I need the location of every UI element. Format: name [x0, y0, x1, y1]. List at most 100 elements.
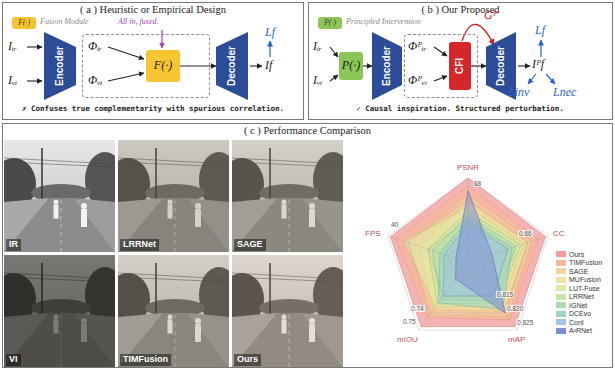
- loss-symbol: Lf: [535, 24, 545, 37]
- loss-symbol: Lnec: [553, 86, 576, 99]
- feature-symbol: Φᵢᵣ: [88, 40, 102, 53]
- image-label: Ours: [234, 354, 261, 366]
- image-label: VI: [6, 354, 21, 366]
- graph-symbol: Gᴾ: [484, 9, 497, 22]
- connector: [180, 65, 216, 66]
- legend-row: ConI: [556, 318, 602, 327]
- legend-key-box: F(·)Fusion Module: [12, 17, 36, 29]
- tick-value: 0.820: [506, 305, 524, 312]
- block-label: Encoder: [382, 46, 392, 86]
- legend-row: LRRNet: [556, 293, 602, 302]
- legend-key-symbol: P(·): [324, 19, 336, 27]
- tick-value: 0.75: [402, 318, 417, 325]
- legend-label: TIMFusion: [569, 259, 602, 266]
- legend-swatch: [556, 260, 566, 266]
- legend-label: LUT-Fuse: [569, 285, 600, 292]
- panel: ( c ) Performance Comparison: [2, 123, 613, 368]
- image-label: LRRNet: [120, 239, 159, 251]
- panel-title: ( c ) Performance Comparison: [2, 123, 613, 137]
- legend-swatch: [556, 277, 566, 283]
- input-symbol: Iᵥᵢ: [8, 74, 17, 87]
- legend-row: IGNet: [556, 301, 602, 310]
- trapezoid-fill: [44, 32, 76, 100]
- module-box: CFI: [449, 42, 471, 90]
- legend-label: DCEvo: [569, 310, 591, 317]
- block-label: Encoder: [55, 46, 65, 86]
- legend-label: A²RNet: [569, 327, 592, 334]
- trapezoid-fill: [372, 32, 402, 100]
- panel: ( b ) Our ProposedP(·)Principled Interve…: [308, 2, 613, 120]
- decoder-block: Decoder: [216, 32, 248, 100]
- legend-swatch: [556, 311, 566, 317]
- module-label: F(·): [154, 59, 172, 72]
- feature-region: ΦᵢᵣΦᵥᵢ F(·): [82, 34, 210, 98]
- encoder-block: Encoder: [372, 32, 402, 100]
- axis-label: PSNR: [457, 164, 479, 173]
- image-label: TIMFusion: [120, 354, 171, 366]
- panel-title: ( a ) Heuristic or Empirical Design: [2, 2, 304, 16]
- legend-key-label: Principled Intervention: [346, 17, 421, 27]
- feature-region: ΦᴾᵢᵣΦᴾᵥᵢ CFI: [404, 34, 478, 98]
- caption-text: ✓ Causal inspiration. Structured perturb…: [356, 105, 564, 113]
- caption-text: ✗ Confuses true complementarity with spu…: [22, 105, 284, 113]
- axis-label: FPS: [365, 230, 381, 239]
- legend-label: LRRNet: [569, 293, 594, 300]
- legend-label: ConI: [569, 319, 584, 326]
- legend-key-symbol: F(·): [18, 19, 30, 27]
- trapezoid-fill: [216, 32, 248, 100]
- legend-swatch: [556, 302, 566, 308]
- image-label: IR: [6, 239, 21, 251]
- connector: [471, 65, 486, 66]
- module-label: CFI: [455, 58, 465, 74]
- module-label: P(·): [342, 59, 360, 72]
- legend-row: SAGE: [556, 267, 602, 276]
- legend-row: TIMFusion: [556, 259, 602, 268]
- input-symbol: Iᵢᵣ: [313, 40, 322, 53]
- legend-row: A²RNet: [556, 327, 602, 336]
- output-symbol: If: [265, 59, 272, 72]
- loss-symbol: Lf: [265, 26, 275, 39]
- image-label: SAGE: [234, 239, 266, 251]
- legend-swatch: [556, 285, 566, 291]
- tick-value: 0.74: [410, 305, 425, 312]
- legend-swatch: [556, 328, 566, 334]
- input-symbol: Iᵥᵢ: [313, 74, 322, 87]
- legend-swatch: [556, 294, 566, 300]
- feature-symbol: Φᵥᵢ: [88, 74, 102, 87]
- block-label: Decoder: [227, 46, 237, 86]
- axis-label: mAP: [508, 336, 525, 345]
- legend-label: MUFusion: [569, 276, 601, 283]
- connector: [363, 65, 372, 66]
- tick-value: 0.825: [516, 319, 534, 326]
- legend-row: Ours: [556, 250, 602, 259]
- block-label: Decoder: [496, 46, 506, 86]
- legend-label: SAGE: [569, 268, 588, 275]
- legend-key-label: Fusion Module: [40, 17, 89, 27]
- legend-swatch: [556, 251, 566, 257]
- legend-row: LUT-Fuse: [556, 284, 602, 293]
- legend-row: MUFusion: [556, 276, 602, 285]
- feature-symbol: Φᴾᵢᵣ: [408, 40, 427, 53]
- encoder-block: Encoder: [44, 32, 76, 100]
- legend-label: IGNet: [569, 302, 587, 309]
- legend-label: Ours: [569, 251, 584, 258]
- legend-key-box: P(·)Principled Intervention: [318, 17, 342, 29]
- tick-value: 0.66: [518, 230, 533, 237]
- feature-symbol: Φᴾᵥᵢ: [408, 74, 427, 87]
- output-symbol: Iᴾf: [532, 58, 544, 71]
- legend-swatch: [556, 319, 566, 325]
- chart-legend: OursTIMFusionSAGEMUFusionLUT-FuseLRRNetI…: [556, 250, 602, 335]
- legend-row: DCEvo: [556, 310, 602, 319]
- tick-value: 0.815: [496, 291, 514, 298]
- tick-value: 40: [390, 221, 399, 228]
- annotation: All in, fused.: [118, 18, 158, 27]
- input-symbol: Iᵢᵣ: [8, 40, 17, 53]
- axis-label: mIOU: [397, 336, 418, 345]
- module-box: F(·): [146, 50, 180, 82]
- module-box: P(·): [339, 52, 363, 80]
- legend-swatch: [556, 268, 566, 274]
- tick-value: 68: [473, 180, 482, 187]
- panel-title: ( b ) Our Proposed: [308, 2, 613, 16]
